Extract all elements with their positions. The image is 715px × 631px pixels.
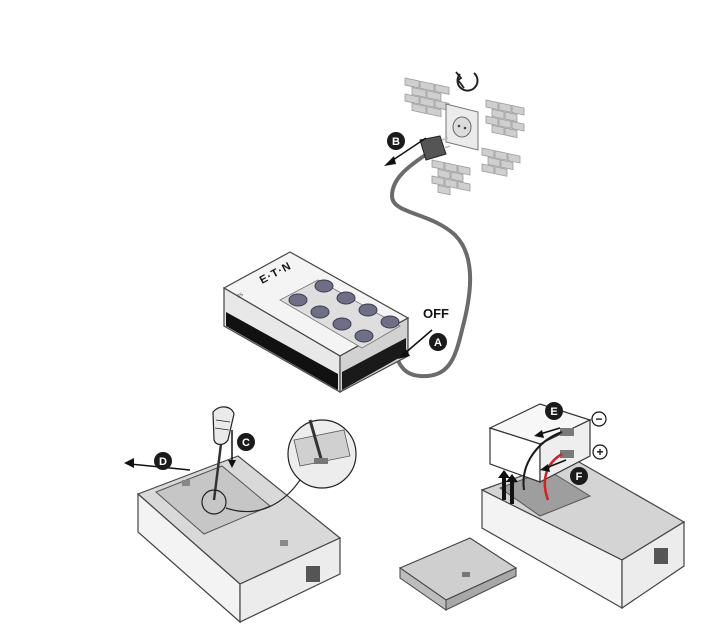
ups-outlets: [288, 279, 400, 343]
unplugged-plug: [419, 135, 451, 161]
ups-model-label: 3S: [236, 291, 245, 299]
step-badge-f: F: [570, 467, 588, 485]
polarity-plus-label: +: [596, 445, 603, 459]
ups-underside-left: [136, 455, 342, 624]
ups-outlet: [314, 279, 334, 293]
screw-zoom-detail: [225, 419, 357, 513]
power-cable: [389, 150, 473, 379]
step-label-e: E: [550, 406, 557, 418]
power-plug-icon: [455, 71, 479, 92]
step-label-d: D: [159, 456, 167, 468]
step-badge-c: C: [237, 433, 255, 451]
polarity-minus-label: −: [595, 412, 602, 426]
ups-outlet: [354, 329, 374, 343]
step-badge-a: A: [429, 333, 447, 351]
step-badge-e: E: [545, 402, 563, 420]
step-b-arrow: [384, 137, 427, 166]
step-c-arrow: [228, 430, 236, 468]
step-f-arrow: [540, 459, 567, 472]
battery-cover-removed: [398, 537, 518, 611]
step-badge-d: D: [154, 452, 172, 470]
step-e-arrow: [534, 427, 561, 438]
off-label: OFF: [423, 306, 449, 321]
step-a-arrow: [398, 329, 433, 359]
ups-outlet: [358, 303, 378, 317]
battery-negative-wire: [522, 431, 563, 491]
ups-outlet: [380, 315, 400, 329]
ups-outlet: [288, 293, 308, 307]
ups-outlet: [336, 291, 356, 305]
wall-bricks: [404, 77, 525, 196]
ups-outlet: [310, 305, 330, 319]
battery-positive-wire: [543, 452, 563, 501]
polarity-minus-icon: −: [591, 411, 607, 427]
step-label-b: B: [392, 136, 400, 148]
ups-device: [222, 251, 410, 394]
battery-pack: [488, 403, 592, 483]
lift-arrows: [498, 470, 518, 504]
step-label-c: C: [242, 437, 250, 449]
polarity-plus-icon: +: [592, 444, 608, 460]
step-label-f: F: [576, 471, 583, 483]
ups-underside-right: [480, 457, 686, 610]
ups-outlet: [332, 317, 352, 331]
wall-outlet-icon: [445, 103, 479, 151]
step-badge-b: B: [387, 132, 405, 150]
screwdriver: [212, 406, 235, 501]
step-label-a: A: [434, 337, 442, 349]
screw-detail-highlight: [201, 489, 227, 515]
